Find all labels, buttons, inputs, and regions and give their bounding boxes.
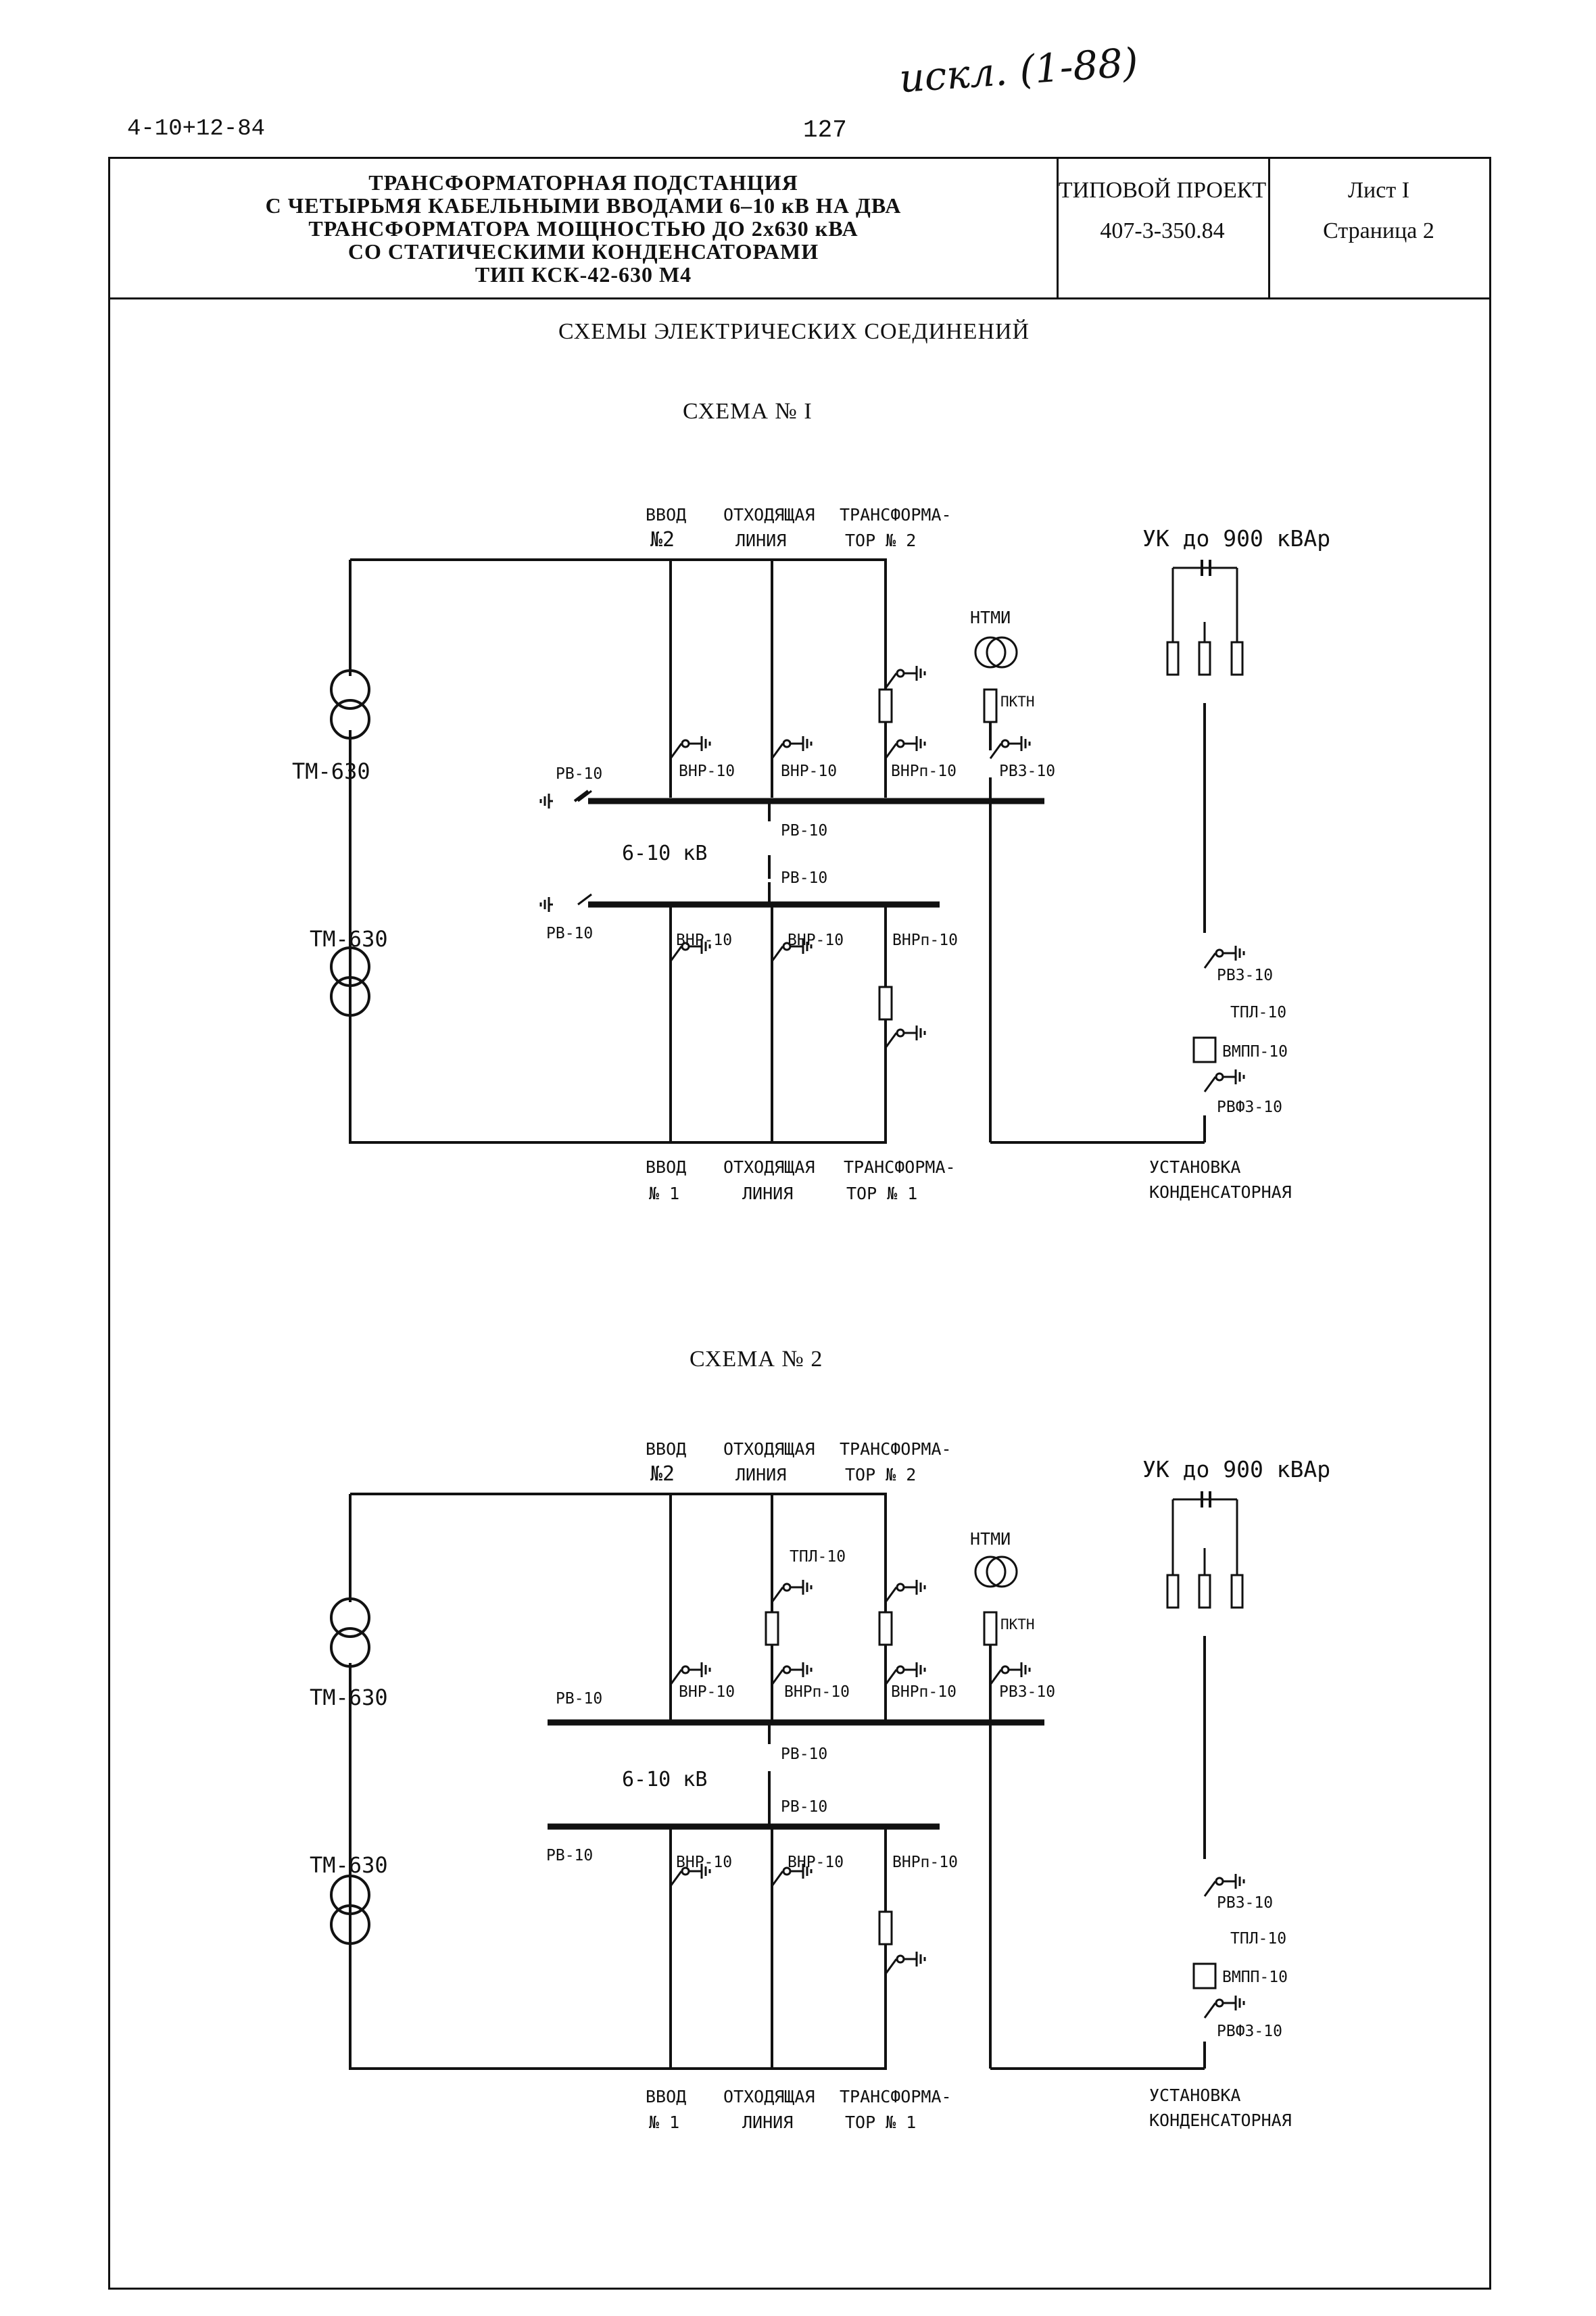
feeder-label: ТОР № 2 — [845, 531, 916, 550]
transformer-label: ТМ-630 — [310, 1852, 388, 1878]
feeder-label: ВВОД — [646, 1439, 686, 1459]
device-label: ВНР-10 — [788, 1854, 844, 1871]
page-label: Страница 2 — [1323, 218, 1434, 243]
feeder-label: ТРАНСФОРМА- — [844, 1157, 956, 1177]
transformer-label: ТМ-630 — [310, 926, 388, 952]
device-label: РВ-10 — [546, 1847, 593, 1864]
title-block-sheet: Лист I Страница 2 — [1268, 159, 1489, 297]
scheme-1-title: СХЕМА № I — [683, 399, 813, 424]
device-label: ВНР-10 — [676, 1854, 732, 1871]
feeder-label: ЛИНИЯ — [735, 531, 786, 550]
device-label: ВМПП-10 — [1222, 1969, 1288, 1986]
device-label: ВНРп-10 — [892, 932, 958, 949]
feeder-label: ВВОД — [646, 505, 686, 525]
feeder-label: ЛИНИЯ — [735, 1465, 786, 1485]
feeder-label: ОТХОДЯЩАЯ — [723, 1439, 815, 1459]
device-label: ПКТН — [1000, 1616, 1035, 1633]
feeder-label: ОТХОДЯЩАЯ — [723, 505, 815, 525]
capacitor-unit-label: УК до 900 кВАр — [1142, 525, 1330, 552]
device-label: ВНР-10 — [781, 763, 837, 780]
feeder-label: ТРАНСФОРМА- — [840, 2087, 952, 2106]
title-block-project: ТИПОВОЙ ПРОЕКТ 407-3-350.84 — [1057, 159, 1270, 297]
feeder-label: ВВОД — [646, 2087, 686, 2106]
device-label: РВФЗ-10 — [1217, 1099, 1282, 1116]
feeder-label: ОТХОДЯЩАЯ — [723, 2087, 815, 2106]
title-block: ТРАНСФОРМАТОРНАЯ ПОДСТАНЦИЯ С ЧЕТЫРЬМЯ К… — [110, 159, 1489, 299]
title-block-main: ТРАНСФОРМАТОРНАЯ ПОДСТАНЦИЯ С ЧЕТЫРЬМЯ К… — [110, 159, 1059, 297]
capacitor-unit-label: УК до 900 кВАр — [1142, 1456, 1330, 1482]
sheet-label: Лист I — [1347, 178, 1410, 203]
feeder-label: ЛИНИЯ — [742, 2113, 793, 2132]
scheme-1-diagram: ВВОД №2 ОТХОДЯЩАЯ ЛИНИЯ ТРАНСФОРМА- ТОР … — [292, 505, 1330, 1203]
feeder-label: ТОР № 1 — [846, 1184, 917, 1203]
capacitor-caption: КОНДЕНСАТОРНАЯ — [1149, 1182, 1292, 1202]
title-line: СО СТАТИЧЕСКИМИ КОНДЕНСАТОРАМИ — [347, 239, 819, 264]
device-label: РВ-10 — [556, 1690, 602, 1708]
device-label: ТПЛ-10 — [1230, 1930, 1286, 1948]
device-label: ВНРп-10 — [784, 1683, 850, 1701]
device-label: ВНРп-10 — [892, 1854, 958, 1871]
device-label: ПКТН — [1000, 694, 1035, 710]
feeder-label: № 1 — [649, 2113, 679, 2132]
title-line: ТИП КСК-42-630 М4 — [475, 262, 692, 287]
device-label: ВНРп-10 — [891, 763, 957, 780]
scheme-2-title: СХЕМА № 2 — [690, 1347, 823, 1372]
transformer-label: ТМ-630 — [310, 1685, 388, 1710]
device-label: НТМИ — [970, 608, 1011, 627]
device-label: РВ-10 — [546, 925, 593, 942]
document-code: 4-10+12-84 — [127, 116, 266, 142]
device-label: ВНР-10 — [679, 763, 735, 780]
feeder-label: ОТХОДЯЩАЯ — [723, 1157, 815, 1177]
device-label: РВ-10 — [556, 765, 602, 783]
device-label: ВНР-10 — [788, 932, 844, 949]
device-label: РВЗ-10 — [1217, 967, 1273, 984]
device-label: РВ-10 — [781, 822, 827, 840]
capacitor-caption: УСТАНОВКА — [1149, 2085, 1240, 2105]
bus-voltage-label: 6-10 кВ — [622, 1768, 707, 1791]
project-number: 407-3-350.84 — [1100, 218, 1225, 243]
device-label: ВНР-10 — [679, 1683, 735, 1701]
capacitor-caption: КОНДЕНСАТОРНАЯ — [1149, 2110, 1292, 2130]
device-label: РВ-10 — [781, 1798, 827, 1816]
title-line: ТРАНСФОРМАТОРНАЯ ПОДСТАНЦИЯ — [368, 170, 798, 195]
device-label: РВЗ-10 — [1217, 1894, 1273, 1912]
device-label: ТПЛ-10 — [1230, 1004, 1286, 1021]
device-label: РВЗ-10 — [999, 763, 1055, 780]
feeder-label: ТОР № 2 — [845, 1465, 916, 1485]
device-label: ТПЛ-10 — [790, 1548, 846, 1566]
feeder-label: ВВОД — [646, 1157, 686, 1177]
feeder-label: № 1 — [649, 1184, 679, 1203]
device-label: НТМИ — [970, 1529, 1011, 1549]
device-label: РВ-10 — [781, 869, 827, 887]
feeder-label: №2 — [650, 1462, 675, 1486]
feeder-label: ТОР № 1 — [845, 2113, 916, 2132]
title-line: ТРАНСФОРМАТОРА МОЩНОСТЬЮ ДО 2х630 кВА — [308, 216, 859, 241]
transformer-label: ТМ-630 — [292, 758, 370, 784]
capacitor-caption: УСТАНОВКА — [1149, 1157, 1240, 1177]
device-label: ВМПП-10 — [1222, 1043, 1288, 1061]
device-label: ВНРп-10 — [891, 1683, 957, 1701]
feeder-label: ЛИНИЯ — [742, 1184, 793, 1203]
drawing-main-title: СХЕМЫ ЭЛЕКТРИЧЕСКИХ СОЕДИНЕНИЙ — [558, 319, 1030, 344]
bus-voltage-label: 6-10 кВ — [622, 842, 707, 865]
page-number: 127 — [803, 116, 847, 144]
feeder-label: №2 — [650, 528, 675, 552]
device-label: РВЗ-10 — [999, 1683, 1055, 1701]
project-label: ТИПОВОЙ ПРОЕКТ — [1058, 178, 1267, 203]
drawing-frame: ТРАНСФОРМАТОРНАЯ ПОДСТАНЦИЯ С ЧЕТЫРЬМЯ К… — [108, 157, 1491, 2290]
device-label: РВ-10 — [781, 1745, 827, 1763]
scheme-2-diagram: ВВОД №2 ОТХОДЯЩАЯ ЛИНИЯ ТРАНСФОРМА- ТОР … — [310, 1439, 1330, 2132]
device-label: ВНР-10 — [676, 932, 732, 949]
feeder-label: ТРАНСФОРМА- — [840, 1439, 952, 1459]
feeder-label: ТРАНСФОРМА- — [840, 505, 952, 525]
title-line: С ЧЕТЫРЬМЯ КАБЕЛЬНЫМИ ВВОДАМИ 6–10 кВ НА… — [265, 193, 902, 218]
device-label: РВФЗ-10 — [1217, 2023, 1282, 2040]
